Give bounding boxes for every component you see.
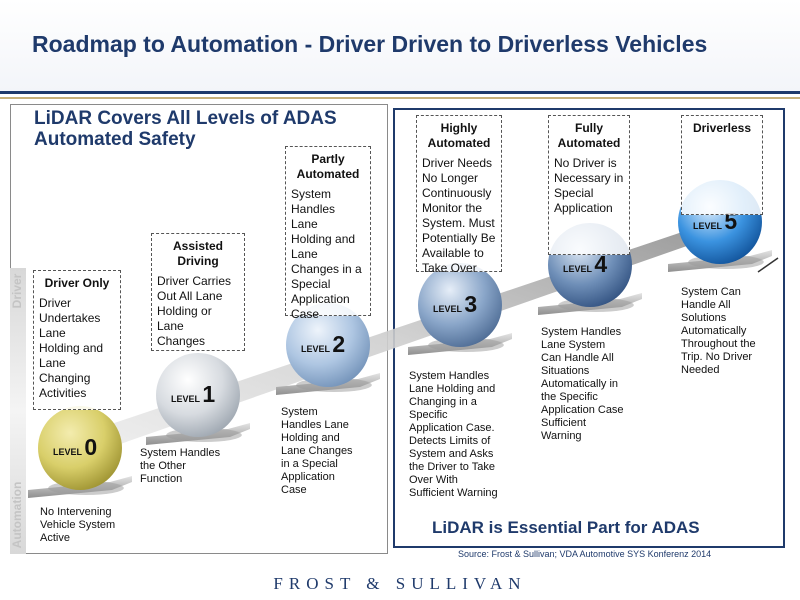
level-sphere-1 bbox=[156, 353, 240, 437]
level-sphere-2 bbox=[286, 303, 370, 387]
level-word: LEVEL bbox=[53, 447, 85, 457]
level-word: LEVEL bbox=[433, 304, 465, 314]
level-word: LEVEL bbox=[301, 344, 333, 354]
title-divider bbox=[0, 97, 800, 99]
level-word: LEVEL bbox=[693, 221, 725, 231]
footer-brand-logo: FROST & SULLIVAN bbox=[273, 574, 527, 593]
title-bar bbox=[0, 0, 800, 94]
level-label-3: LEVEL 3 bbox=[433, 291, 477, 318]
page-title: Roadmap to Automation - Driver Driven to… bbox=[32, 31, 708, 57]
level-number: 1 bbox=[202, 381, 216, 407]
left-panel-heading-line2: Automated Safety bbox=[34, 129, 196, 150]
source-note: Source: Frost & Sullivan; VDA Automotive… bbox=[458, 549, 712, 559]
left-panel-heading-line1: LiDAR Covers All Levels of ADAS bbox=[34, 108, 337, 129]
level-sphere-3 bbox=[418, 263, 502, 347]
left-panel-heading: LiDAR Covers All Levels of ADAS Automate… bbox=[34, 108, 337, 150]
right-panel-footer: LiDAR is Essential Part for ADAS bbox=[432, 518, 700, 537]
level-word: LEVEL bbox=[171, 394, 203, 404]
level-box-5: Driverless bbox=[681, 115, 763, 215]
level-box-title: Driverless bbox=[692, 121, 752, 135]
driver-automation-axis bbox=[10, 268, 26, 554]
level-number: 2 bbox=[332, 331, 346, 357]
level-word: LEVEL bbox=[563, 264, 595, 274]
level-box-title: Driver Only bbox=[44, 276, 110, 290]
continuation-mark bbox=[757, 257, 779, 273]
level-number: 4 bbox=[594, 251, 608, 277]
level-sphere-0 bbox=[38, 406, 122, 490]
level-number: 3 bbox=[464, 291, 478, 317]
level-label-0: LEVEL 0 bbox=[53, 434, 97, 461]
level-number: 0 bbox=[84, 434, 98, 460]
level-label-1: LEVEL 1 bbox=[171, 381, 215, 408]
level-label-4: LEVEL 4 bbox=[563, 251, 607, 278]
level-label-2: LEVEL 2 bbox=[301, 331, 345, 358]
